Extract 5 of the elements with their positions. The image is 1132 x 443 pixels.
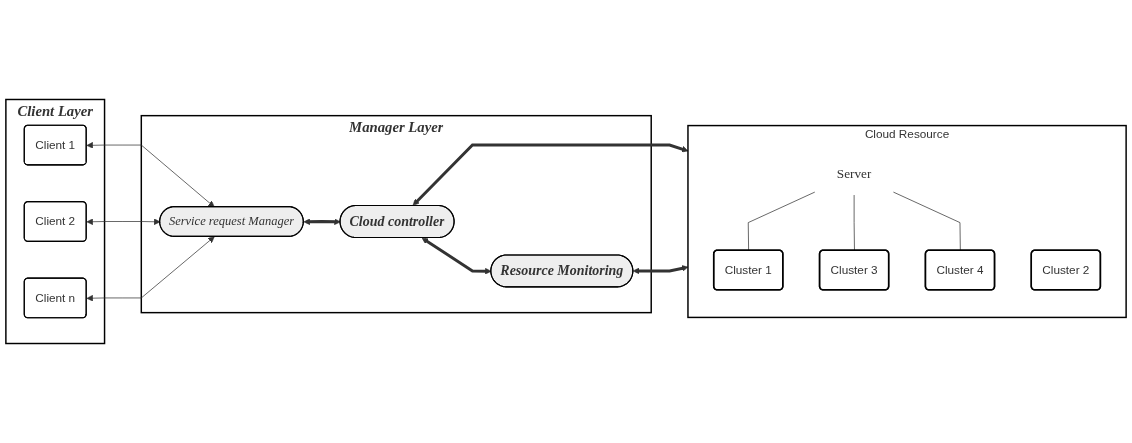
connector — [853, 194, 855, 251]
arrow — [303, 218, 341, 225]
connector — [893, 191, 961, 251]
connector — [747, 191, 816, 251]
node-text: Server — [836, 166, 872, 182]
